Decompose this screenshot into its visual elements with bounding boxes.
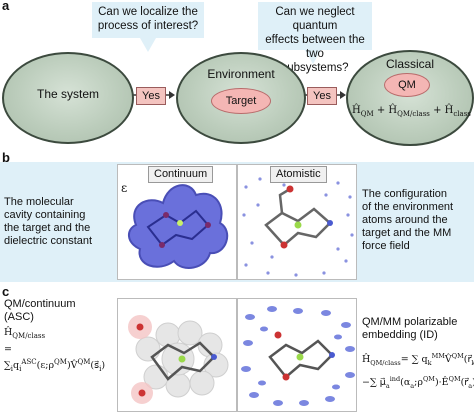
left-eq-q-sub: i bbox=[19, 364, 22, 373]
left-eq-sum-sub: i bbox=[10, 364, 14, 373]
left-eq-args-sup: QM bbox=[54, 357, 67, 366]
continuum-cell bbox=[117, 164, 237, 280]
right-eq-mm: MM bbox=[431, 352, 445, 360]
left-eq-s: (s⃗ bbox=[90, 360, 100, 372]
right-eq-r-sub: k bbox=[471, 359, 474, 368]
right-eq2-ind: ind bbox=[389, 375, 401, 384]
h-plus-2: + Ĥ bbox=[433, 105, 454, 116]
left-eq-line3: ∑iqiASC(ε;ρQM)V̂QM(s⃗i) bbox=[4, 356, 116, 376]
panel-label-b: b bbox=[2, 150, 10, 165]
right-eq-v-sup: QM bbox=[451, 352, 464, 360]
left-eq-h-sub: QM/class bbox=[12, 331, 46, 340]
question-quantum: Can we neglect quantum effects between t… bbox=[258, 2, 372, 74]
left-eq-v: )V̂ bbox=[66, 360, 78, 372]
right-eq-h-sub: QM/class bbox=[370, 359, 401, 368]
right-eq2-sum-mu: −∑ μ⃗ bbox=[362, 377, 386, 389]
right-eq-sum-q: = ∑ q bbox=[400, 354, 428, 366]
callout-arrows bbox=[131, 38, 346, 99]
question-localize-text: Can we localize the process of interest? bbox=[97, 6, 199, 32]
h-sub-qm: QM bbox=[360, 110, 374, 118]
panel-label-c: c bbox=[2, 284, 10, 299]
classical-ellipse bbox=[346, 50, 474, 146]
left-eq-s-sub: i bbox=[99, 364, 102, 373]
atomistic-tag: Atomistic bbox=[270, 166, 327, 183]
yes-box-1: Yes bbox=[136, 87, 166, 105]
row-b-left-text: The molecular cavity containing the targ… bbox=[4, 196, 93, 247]
epsilon-symbol: ε bbox=[121, 181, 128, 195]
left-eq-q: q bbox=[13, 360, 20, 372]
question-quantum-text: Can we neglect quantum effects between t… bbox=[265, 6, 365, 74]
right-eq2-r-sub: a bbox=[468, 382, 473, 391]
left-eq-args: (ε;ρ bbox=[36, 360, 55, 372]
system-ellipse bbox=[2, 52, 134, 144]
left-eq-close: ) bbox=[101, 360, 106, 372]
left-eq-asc: ASC bbox=[21, 357, 37, 366]
row-b-right-text: The configuration of the environment ato… bbox=[362, 188, 454, 252]
left-eq-line2: = bbox=[4, 343, 12, 355]
row-c-right-title: QM/MM polarizable embedding (ID) bbox=[362, 316, 458, 341]
continuum-tag: Continuum bbox=[148, 166, 214, 183]
right-eq2-e-sup: QM bbox=[448, 375, 461, 384]
h-sub-qmclass: QM/class bbox=[397, 110, 430, 118]
row-c-left-title: QM/continuum (ASC) bbox=[4, 298, 76, 323]
right-eq-r: (r⃗ bbox=[463, 354, 472, 366]
id-molecule bbox=[241, 306, 355, 406]
right-eq2-e: )·Ê bbox=[434, 377, 449, 389]
right-eq2-alpha-sub: a bbox=[410, 382, 415, 391]
cavity-molecule bbox=[128, 184, 229, 269]
target-pill: Target bbox=[211, 88, 271, 114]
system-label: The system bbox=[36, 87, 99, 101]
row-c-left-equation: ĤQM/class = ∑iqiASC(ε;ρQM)V̂QM(s⃗i) bbox=[4, 326, 116, 376]
atomistic-molecule bbox=[242, 177, 354, 277]
id-cell bbox=[237, 298, 357, 412]
right-eq2-r: (r⃗ bbox=[460, 377, 469, 389]
right-eq-h: Ĥ bbox=[362, 354, 371, 366]
left-eq-sum: ∑ bbox=[4, 360, 11, 372]
left-eq-line1: ĤQM/class bbox=[4, 326, 116, 343]
right-eq-line1: ĤQM/class= ∑ qkMMV̂QM(r⃗k) bbox=[362, 350, 474, 370]
right-eq-q-sub: k bbox=[427, 359, 432, 368]
row-c-right-equation: ĤQM/class= ∑ qkMMV̂QM(r⃗k) −∑ μ⃗aind(αa;… bbox=[362, 350, 474, 393]
h-plus-1: + Ĥ bbox=[376, 105, 398, 116]
h-sub-class: class bbox=[453, 110, 471, 118]
yes-box-2: Yes bbox=[307, 87, 337, 105]
asc-cell bbox=[117, 298, 237, 412]
right-eq2-mu-sub: a bbox=[385, 382, 390, 391]
classical-label: Classical bbox=[385, 57, 434, 71]
right-eq2-close: ) bbox=[472, 377, 474, 388]
right-eq2-rho: ;ρ bbox=[414, 377, 423, 389]
left-eq-h: Ĥ bbox=[4, 327, 13, 338]
left-eq-v-sup: QM bbox=[77, 357, 91, 366]
question-localize: Can we localize the process of interest? bbox=[92, 2, 204, 38]
right-eq2-alpha: (α bbox=[400, 377, 411, 389]
atomistic-cell bbox=[237, 164, 357, 280]
right-eq-line2: −∑ μ⃗aind(αa;ρQM)·ÊQM(r⃗a) bbox=[362, 373, 474, 393]
qm-pill: QM bbox=[384, 73, 430, 97]
panel-label-a: a bbox=[2, 0, 10, 13]
classical-hamiltonian: ĤQM + ĤQM/class + Ĥclass bbox=[352, 104, 471, 121]
h-symbol: Ĥ bbox=[352, 105, 361, 116]
right-eq2-rho-sup: QM bbox=[422, 375, 435, 384]
asc-molecule bbox=[128, 315, 229, 404]
right-eq-v: V̂ bbox=[444, 354, 452, 366]
environment-label: Environment bbox=[207, 67, 275, 81]
